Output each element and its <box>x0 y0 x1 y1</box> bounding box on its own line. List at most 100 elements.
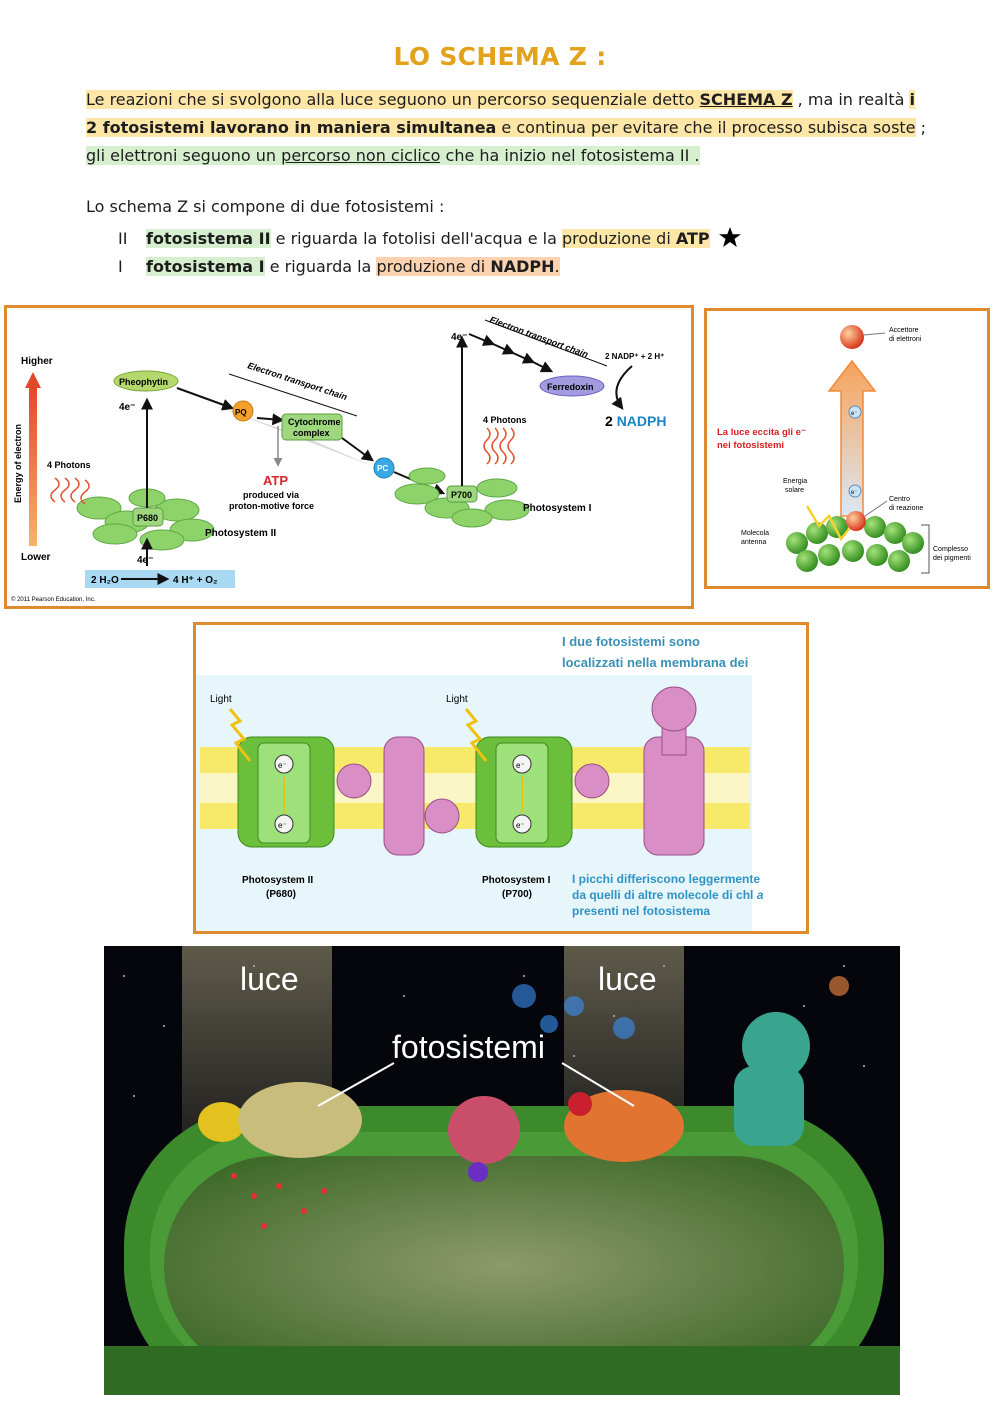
complex-label-2: dei pigmenti <box>933 555 971 562</box>
acceptor-label-2: di elettroni <box>889 336 922 343</box>
star-icon <box>718 227 741 247</box>
solar-label-2: solare <box>785 487 804 494</box>
para-text-1: Le reazioni che si svolgono alla luce se… <box>86 90 700 109</box>
blue-particles <box>512 984 635 1039</box>
pq-circle <box>232 400 254 422</box>
distant-particle <box>829 976 849 996</box>
intro-paragraph: Le reazioni che si svolgono alla luce se… <box>86 86 926 170</box>
light-bolt-ps1 <box>464 708 488 762</box>
antenna-label-2: antenna <box>741 539 766 546</box>
peak-note-2: da quelli di altre molecole di chl a <box>572 888 764 902</box>
reaction-center-figure: Accettore di elettroni e⁻ e⁻ La luce ecc… <box>704 308 990 589</box>
photosystem-i-model <box>564 1090 684 1162</box>
ps2-sublabel: (P680) <box>266 889 296 900</box>
etc-arrow-3 <box>341 437 374 462</box>
peak-note-2-text: da quelli di altre molecole di chl <box>572 888 757 902</box>
pointer-line-ps1 <box>561 1062 635 1107</box>
location-note-2: localizzati nella membrana dei <box>562 655 748 670</box>
plastocyanin-model <box>468 1162 488 1182</box>
light-label-left: luce <box>240 961 299 997</box>
light-label-ps2: Light <box>210 694 232 705</box>
list-text: e riguarda la <box>264 257 377 276</box>
acceptor-label-1: Accettore <box>889 327 919 334</box>
list-intro: Lo schema Z si compone di due fotosistem… <box>86 197 445 216</box>
cytochrome-box <box>281 413 343 441</box>
list-number: II <box>118 229 128 248</box>
ps1-term: fotosistema I <box>146 257 265 276</box>
ps1-label: Photosystem I <box>482 875 551 886</box>
atp-synthase-head <box>651 686 697 732</box>
water-label: 2 H₂O <box>91 575 119 586</box>
electron-label-1: e⁻ <box>851 411 858 417</box>
pc-label: PC <box>377 464 388 473</box>
antenna-label-1: Molecola <box>741 530 769 537</box>
atp-sub-label-2: proton-motive force <box>229 501 314 511</box>
etc-label-1: Electron transport chain <box>246 360 348 402</box>
water-molecules <box>231 1173 327 1229</box>
cytochrome-model <box>448 1096 520 1164</box>
complex-label-1: Complesso <box>933 546 968 553</box>
reaction-center-molecule <box>846 511 866 531</box>
center-leader <box>864 500 888 517</box>
ferredoxin-complex <box>574 763 610 799</box>
ps1-electron-bottom <box>512 814 532 834</box>
photosystem-ii-cluster <box>76 488 215 551</box>
peak-note-2-italic: a <box>757 888 764 902</box>
etc-label-2: Electron transport chain <box>488 314 590 359</box>
p700-label: P700 <box>451 490 472 500</box>
atp-term: ATP <box>675 229 710 248</box>
plastoquinone-complex <box>336 763 372 799</box>
atp-label: ATP <box>263 473 288 488</box>
photosystem-i-cluster <box>394 467 530 528</box>
thylakoid-render-art: luce luce fotosistemi <box>104 946 900 1395</box>
axis-arrow-head <box>25 372 41 388</box>
page-title: LO SCHEMA Z : <box>393 42 607 71</box>
etc-bracket-2 <box>484 319 608 367</box>
complex-yellow <box>198 1102 246 1142</box>
electron-1 <box>848 405 862 419</box>
pheophytin-oval <box>113 370 179 392</box>
schema-z-term: SCHEMA Z <box>699 90 793 109</box>
peak-note-3: presenti nel fotosistema <box>572 904 710 918</box>
light-label-ps1: Light <box>446 694 468 705</box>
ps2-electron-top <box>274 754 294 774</box>
membrane-diagram: I due fotosistemi sono localizzati nella… <box>196 634 764 931</box>
nadph-term: NADPH <box>490 257 555 276</box>
e4-label-bottom: 4e⁻ <box>137 555 153 566</box>
acceptor-leader <box>863 332 886 336</box>
pq-label: PQ <box>235 408 247 417</box>
photons-ps1 <box>483 427 515 465</box>
etc-bracket-1 <box>228 373 358 417</box>
non-cyclic-phrase: percorso non ciclico <box>281 146 441 165</box>
pigment-complex <box>786 516 924 572</box>
atp-sub-label-1: produced via <box>243 490 300 500</box>
list-text: e riguarda la fotolisi dell'acqua e la <box>270 229 562 248</box>
z-scheme-figure: Higher Energy of electron Lower P680 4 P… <box>4 305 694 609</box>
lower-label: Lower <box>21 552 51 563</box>
ps2-electron-label-bottom: e⁻ <box>278 821 287 830</box>
ps1-sublabel: (P700) <box>502 889 532 900</box>
z-scheme-diagram: Higher Energy of electron Lower P680 4 P… <box>11 314 666 603</box>
water-products-label: 4 H⁺ + O₂ <box>173 575 217 586</box>
center-label-2: di reazione <box>889 505 923 512</box>
nadph-label: 2 NADPH <box>605 413 666 429</box>
light-bolt-ps2 <box>228 708 252 762</box>
nadph-coefficient: 2 <box>605 413 617 429</box>
membrane-figure: I due fotosistemi sono localizzati nella… <box>193 622 809 934</box>
etc-arrow-2 <box>256 413 285 426</box>
excitation-note-2: nei fotosistemi <box>717 440 784 451</box>
atp-synthase-model <box>734 1012 810 1146</box>
pointer-line-ps2 <box>317 1062 395 1107</box>
list-highlight: produzione di <box>561 229 676 248</box>
list-number: I <box>118 257 123 276</box>
nadp-reduction-arrow <box>611 365 633 410</box>
para-text-5: che ha inizio nel fotosistema II . <box>440 146 700 165</box>
photons-ps2 <box>50 477 90 505</box>
e4-label-top: 4e⁻ <box>119 402 135 413</box>
ps1-electron-label-top: e⁻ <box>516 761 525 770</box>
pc-circle <box>373 457 395 479</box>
location-note-1: I due fotosistemi sono <box>562 634 700 649</box>
electron-label-2: e⁻ <box>851 490 858 496</box>
photosystems-label: fotosistemi <box>392 1029 545 1065</box>
